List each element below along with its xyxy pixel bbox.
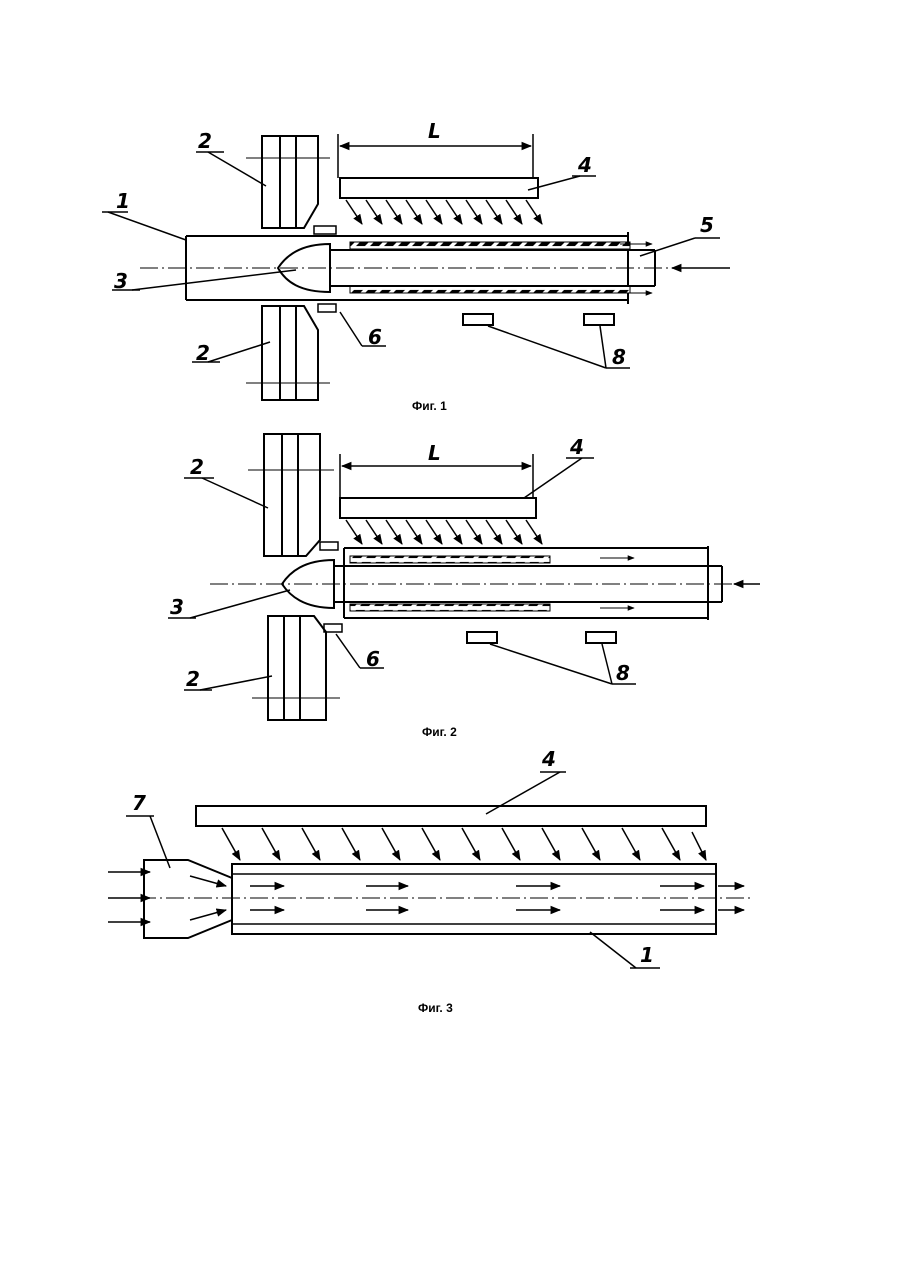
labels-fig1: 1 2 2 3 4 5 6 8 L Фиг. 1 <box>114 119 714 413</box>
roll-top-fig2 <box>248 434 334 556</box>
cooler-fig2 <box>340 498 536 518</box>
figure-2 <box>168 434 760 720</box>
label-guide-fig2: 6 <box>366 647 380 671</box>
label-cooler-fig3: 4 <box>541 747 556 771</box>
label-tube-fig3: 1 <box>640 943 654 967</box>
label-rod-fig1: 5 <box>700 213 714 237</box>
nozzle-fig3 <box>144 860 232 938</box>
label-roll-bottom-fig2: 2 <box>186 667 200 691</box>
label-mandrel-fig2: 3 <box>170 595 184 619</box>
figure-3 <box>108 772 750 968</box>
label-nozzle-fig3: 7 <box>132 791 146 815</box>
label-sensors-fig1: 8 <box>612 345 626 369</box>
cooler-fig3 <box>196 806 706 826</box>
label-roll-top-fig2: 2 <box>190 455 204 479</box>
label-length-fig1: L <box>428 119 441 143</box>
cooler-fig1 <box>340 178 538 198</box>
caption-fig2: Фиг. 2 <box>422 725 457 739</box>
label-mandrel-fig1: 3 <box>114 269 128 293</box>
label-cooler-fig1: 4 <box>577 153 592 177</box>
label-length-fig2: L <box>428 441 441 465</box>
label-cooler-fig2: 4 <box>569 435 584 459</box>
label-roll-bottom-fig1: 2 <box>196 341 210 365</box>
label-sensors-fig2: 8 <box>616 661 630 685</box>
label-guide-fig1: 6 <box>368 325 382 349</box>
label-roll-top-fig1: 2 <box>198 129 212 153</box>
caption-fig3: Фиг. 3 <box>418 1001 453 1015</box>
labels-fig2: 2 2 3 4 6 8 L Фиг. 2 <box>170 435 630 739</box>
caption-fig1: Фиг. 1 <box>412 399 447 413</box>
label-tube-fig1: 1 <box>116 189 130 213</box>
roll-bottom-fig1 <box>246 306 330 400</box>
